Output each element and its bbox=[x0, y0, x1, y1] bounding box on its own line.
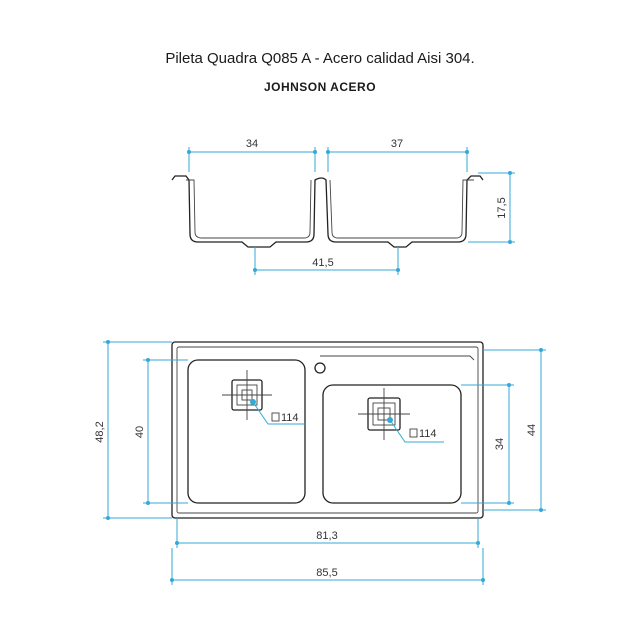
deck-line bbox=[320, 355, 475, 361]
faucet-hole bbox=[314, 362, 326, 374]
side-view-inner-line bbox=[186, 179, 474, 239]
top-right-bowl-depth: 34 bbox=[494, 438, 506, 450]
side-view: 34 37 17,5 41,5 bbox=[171, 138, 515, 275]
left-drain-square-icon bbox=[271, 412, 280, 422]
left-drain: 114 bbox=[222, 370, 305, 425]
diagram-title: Pileta Quadra Q085 A - Acero calidad Ais… bbox=[165, 50, 475, 67]
top-total-width: 85,5 bbox=[316, 567, 337, 579]
sink-outer-edge bbox=[171, 341, 484, 519]
right-drain-label: 114 bbox=[419, 428, 437, 440]
brand-label: JOHNSON ACERO bbox=[263, 80, 377, 94]
right-drain-square-icon bbox=[409, 428, 418, 438]
side-depth: 17,5 bbox=[496, 197, 508, 218]
left-drain-label: 114 bbox=[281, 412, 299, 424]
top-view: 114 114 48,2 40 34 bbox=[94, 340, 546, 585]
right-drain: 114 bbox=[358, 388, 444, 443]
side-drain-distance: 41,5 bbox=[312, 257, 333, 269]
right-bowl bbox=[322, 384, 462, 504]
top-inner-width: 81,3 bbox=[316, 530, 337, 542]
sink-inner-rim bbox=[176, 346, 479, 514]
left-bowl bbox=[187, 359, 306, 504]
side-right-bowl-width: 37 bbox=[391, 138, 403, 150]
side-view-outline bbox=[171, 175, 484, 248]
top-total-depth: 48,2 bbox=[94, 421, 106, 442]
top-left-bowl-depth: 40 bbox=[134, 426, 146, 438]
top-right-depth: 44 bbox=[526, 424, 538, 436]
side-left-bowl-width: 34 bbox=[246, 138, 258, 150]
